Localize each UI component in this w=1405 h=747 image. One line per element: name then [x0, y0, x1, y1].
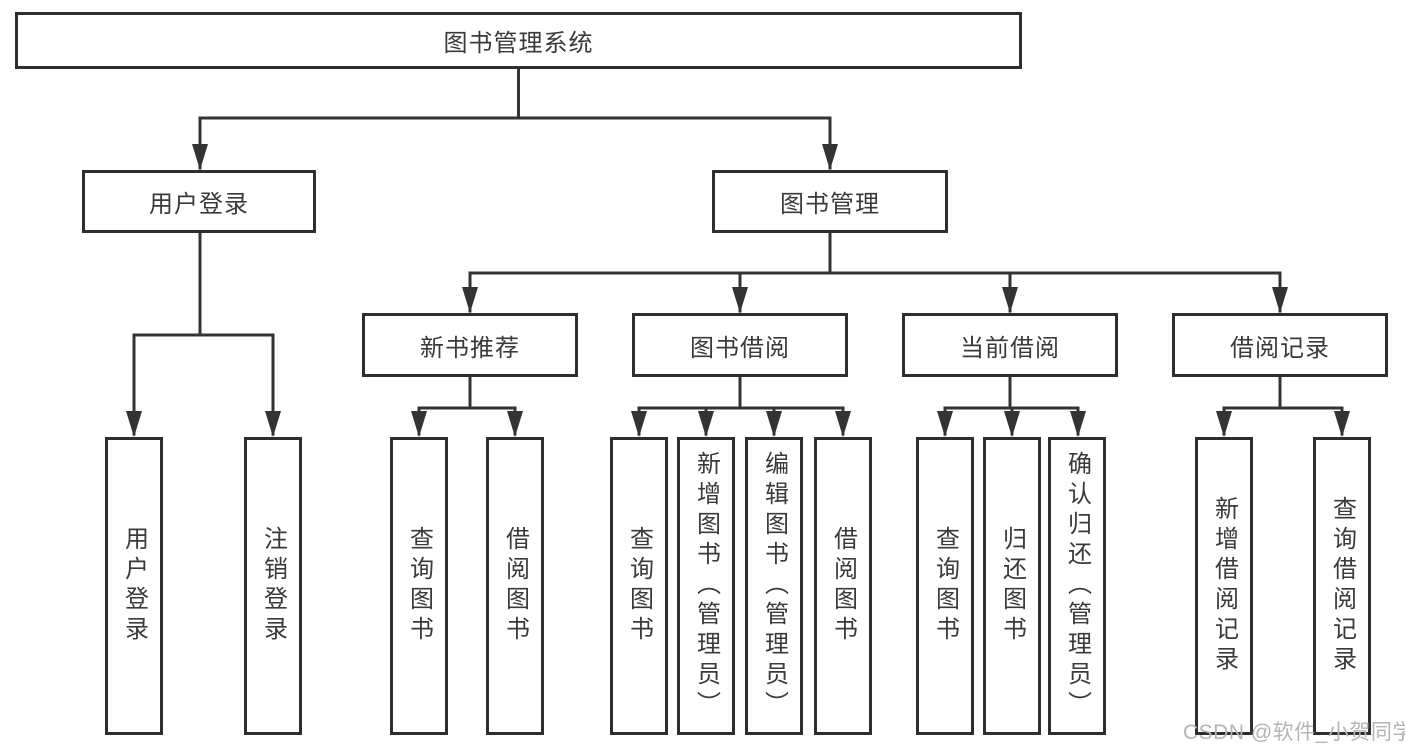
- arrow-down-icon: [507, 411, 523, 437]
- node-label: 查询图书: [931, 526, 959, 646]
- edge-root-to-level2: [198, 67, 832, 170]
- edge-bookborrow-to-leaves: [637, 375, 845, 436]
- node-label: 查询图书: [625, 526, 653, 646]
- node-label: 确认归还（管理员）: [1063, 451, 1091, 721]
- node-label: 注销登录: [259, 526, 287, 646]
- node-label: 用户登录: [120, 526, 148, 646]
- node-user-login: 用户登录: [82, 170, 316, 233]
- node-label: 编辑图书（管理员）: [760, 451, 788, 721]
- arrow-down-icon: [1272, 287, 1288, 313]
- node-label: 当前借阅: [960, 334, 1060, 362]
- edge-bookmgmt-to-level3: [468, 231, 1282, 313]
- leaf-user-login: 用户登录: [105, 437, 163, 735]
- arrow-down-icon: [1334, 411, 1350, 437]
- arrow-down-icon: [192, 144, 208, 170]
- node-label: 查询图书: [405, 526, 433, 646]
- leaf-query-books-current: 查询图书: [916, 437, 974, 735]
- node-label: 用户登录: [149, 191, 249, 218]
- node-label: 借阅图书: [829, 526, 857, 646]
- edge-userlogin-to-leaves: [132, 231, 275, 436]
- node-label: 借阅图书: [501, 526, 529, 646]
- arrowheads: [126, 144, 1350, 437]
- leaf-borrow-books-recommend: 借阅图书: [486, 437, 544, 735]
- arrow-down-icon: [1004, 411, 1020, 437]
- edge-borrowrecord-to-leaves: [1222, 375, 1344, 436]
- node-label: 图书借阅: [690, 334, 790, 362]
- arrow-down-icon: [462, 287, 478, 313]
- node-library-management-system: 图书管理系统: [15, 12, 1022, 69]
- node-label: 新增图书（管理员）: [692, 451, 720, 721]
- node-label: 新增借阅记录: [1210, 496, 1238, 676]
- node-current-borrowing: 当前借阅: [902, 313, 1118, 377]
- arrow-down-icon: [265, 411, 281, 437]
- arrow-down-icon: [766, 411, 782, 437]
- tree-edges: [132, 67, 1344, 436]
- node-label: 查询借阅记录: [1328, 496, 1356, 676]
- arrow-down-icon: [822, 144, 838, 170]
- leaf-query-borrow-record: 查询借阅记录: [1313, 437, 1371, 735]
- leaf-logout-login: 注销登录: [244, 437, 302, 735]
- arrow-down-icon: [698, 411, 714, 437]
- leaf-confirm-return-admin: 确认归还（管理员）: [1048, 437, 1106, 735]
- arrow-down-icon: [732, 287, 748, 313]
- node-borrowing-records: 借阅记录: [1172, 313, 1388, 377]
- arrow-down-icon: [1070, 411, 1086, 437]
- node-label: 图书管理: [780, 191, 880, 218]
- leaf-return-books: 归还图书: [983, 437, 1041, 735]
- leaf-query-books-recommend: 查询图书: [390, 437, 448, 735]
- leaf-add-books-admin: 新增图书（管理员）: [677, 437, 735, 735]
- node-new-book-recommendation: 新书推荐: [362, 313, 578, 377]
- arrow-down-icon: [631, 411, 647, 437]
- node-label: 借阅记录: [1230, 334, 1330, 362]
- leaf-query-books-borrowing: 查询图书: [610, 437, 668, 735]
- arrow-down-icon: [126, 411, 142, 437]
- arrow-down-icon: [835, 411, 851, 437]
- watermark: CSDN @软件_小贺同学: [1183, 721, 1405, 744]
- leaf-borrow-books-borrowing: 借阅图书: [814, 437, 872, 735]
- node-label: 新书推荐: [420, 334, 520, 362]
- leaf-edit-books-admin: 编辑图书（管理员）: [745, 437, 803, 735]
- node-book-borrowing: 图书借阅: [632, 313, 848, 377]
- arrow-down-icon: [1216, 411, 1232, 437]
- leaf-add-borrow-record: 新增借阅记录: [1195, 437, 1253, 735]
- node-label: 图书管理系统: [443, 30, 594, 57]
- node-book-management: 图书管理: [712, 170, 948, 233]
- arrow-down-icon: [1002, 287, 1018, 313]
- arrow-down-icon: [411, 411, 427, 437]
- node-label: 归还图书: [998, 526, 1026, 646]
- edge-newbook-to-leaves: [417, 375, 517, 436]
- arrow-down-icon: [937, 411, 953, 437]
